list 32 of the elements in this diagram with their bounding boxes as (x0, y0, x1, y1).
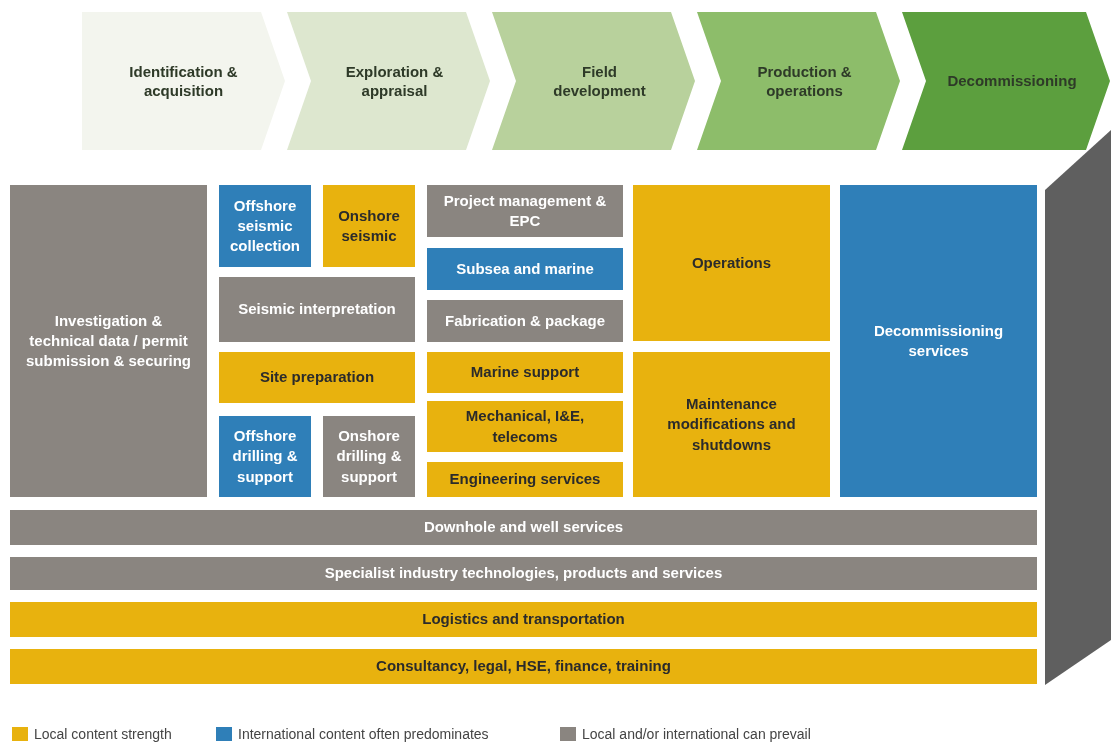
service-box: Investigation & technical data / permit submission & securing (10, 185, 207, 497)
service-box: Subsea and marine (427, 248, 623, 290)
service-box: Fabrication & package (427, 300, 623, 342)
service-box: Marine support (427, 352, 623, 393)
service-box: Engineering services (427, 462, 623, 497)
service-box: Onshore seismic (323, 185, 415, 267)
service-box: Downhole and well services (10, 510, 1037, 545)
service-box: Project management & EPC (427, 185, 623, 237)
phase-banner (697, 12, 900, 150)
legend-label: Local content strength (34, 726, 172, 742)
legend-label: International content often predominates (238, 726, 489, 742)
service-box: Logistics and transportation (10, 602, 1037, 637)
service-box: Offshore drilling & support (219, 416, 311, 497)
service-box: Site preparation (219, 352, 415, 403)
stage-label: Identification & acquisition (128, 61, 239, 101)
service-box: Onshore drilling & support (323, 416, 415, 497)
legend-label: Local and/or international can prevail (582, 726, 811, 742)
service-box: Specialist industry technologies, products and services (10, 557, 1037, 590)
phase-banner (902, 12, 1110, 150)
stage-label: Decommissioning (947, 71, 1077, 91)
service-box: Maintenance modifications and shutdowns (633, 352, 830, 497)
service-box: Mechanical, I&E, telecoms (427, 401, 623, 452)
service-box: Operations (633, 185, 830, 341)
stage-label: Field development (552, 61, 647, 101)
stage-label: Exploration & appraisal (344, 61, 445, 101)
phase-banner (287, 12, 490, 150)
service-box: Seismic interpretation (219, 277, 415, 342)
phase-banner (492, 12, 695, 150)
stage-label: Production & operations (756, 61, 853, 101)
service-box: Offshore seismic collection (219, 185, 311, 267)
service-box: Decommissioning services (840, 185, 1037, 497)
service-box: Consultancy, legal, HSE, finance, training (10, 649, 1037, 684)
